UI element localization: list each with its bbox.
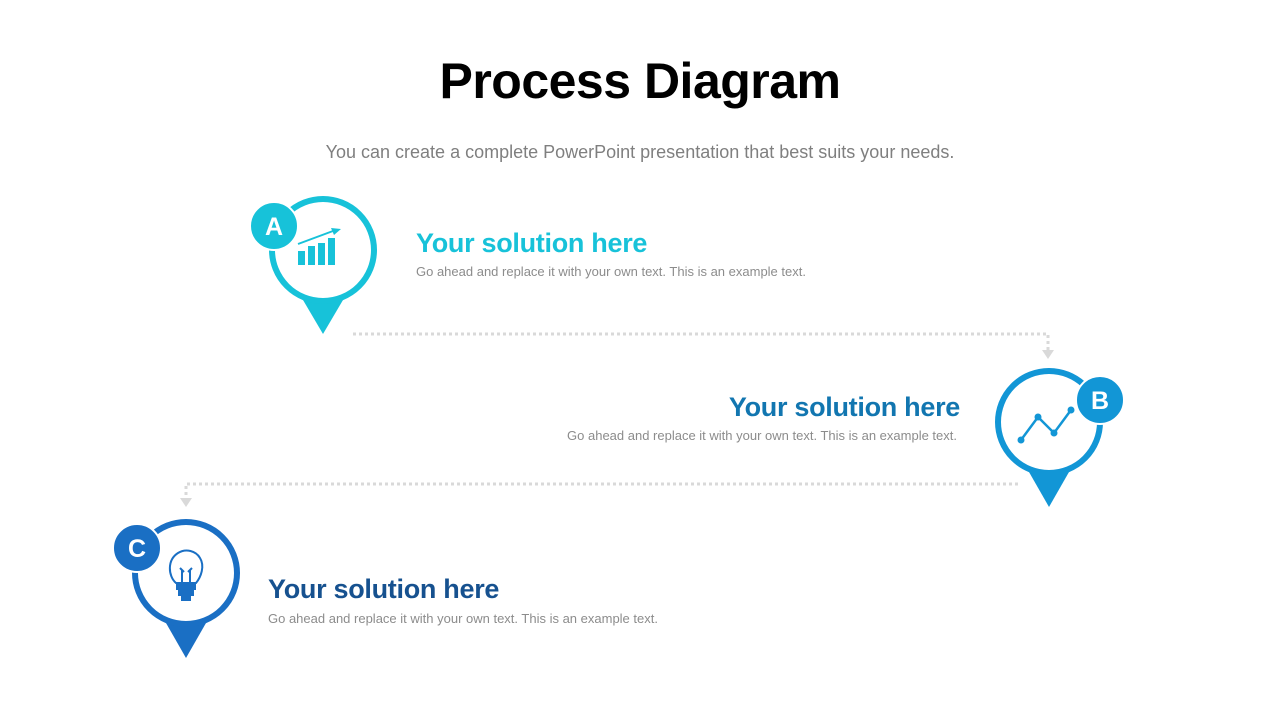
step-b-marker (995, 368, 1125, 507)
page-subtitle: You can create a complete PowerPoint pre… (325, 142, 955, 162)
bar-chart-icon (297, 228, 341, 265)
step-a-description: Go ahead and replace it with your own te… (416, 264, 806, 279)
lightbulb-icon (168, 549, 204, 601)
line-chart-icon (1017, 406, 1075, 444)
step-c-marker (112, 519, 240, 658)
step-c-letter: C (128, 535, 146, 563)
step-b-title: Your solution here (728, 392, 960, 422)
step-a-marker (249, 196, 377, 334)
connector-a-to-b (353, 332, 1054, 359)
step-a-title: Your solution here (416, 228, 648, 258)
page-title: Process Diagram (439, 53, 841, 109)
step-a-letter: A (265, 213, 283, 241)
step-c-description: Go ahead and replace it with your own te… (268, 611, 658, 626)
connector-b-to-c (180, 482, 1018, 507)
step-c-title: Your solution here (268, 574, 500, 604)
step-b-letter: B (1091, 387, 1109, 415)
step-b-description: Go ahead and replace it with your own te… (567, 428, 957, 443)
